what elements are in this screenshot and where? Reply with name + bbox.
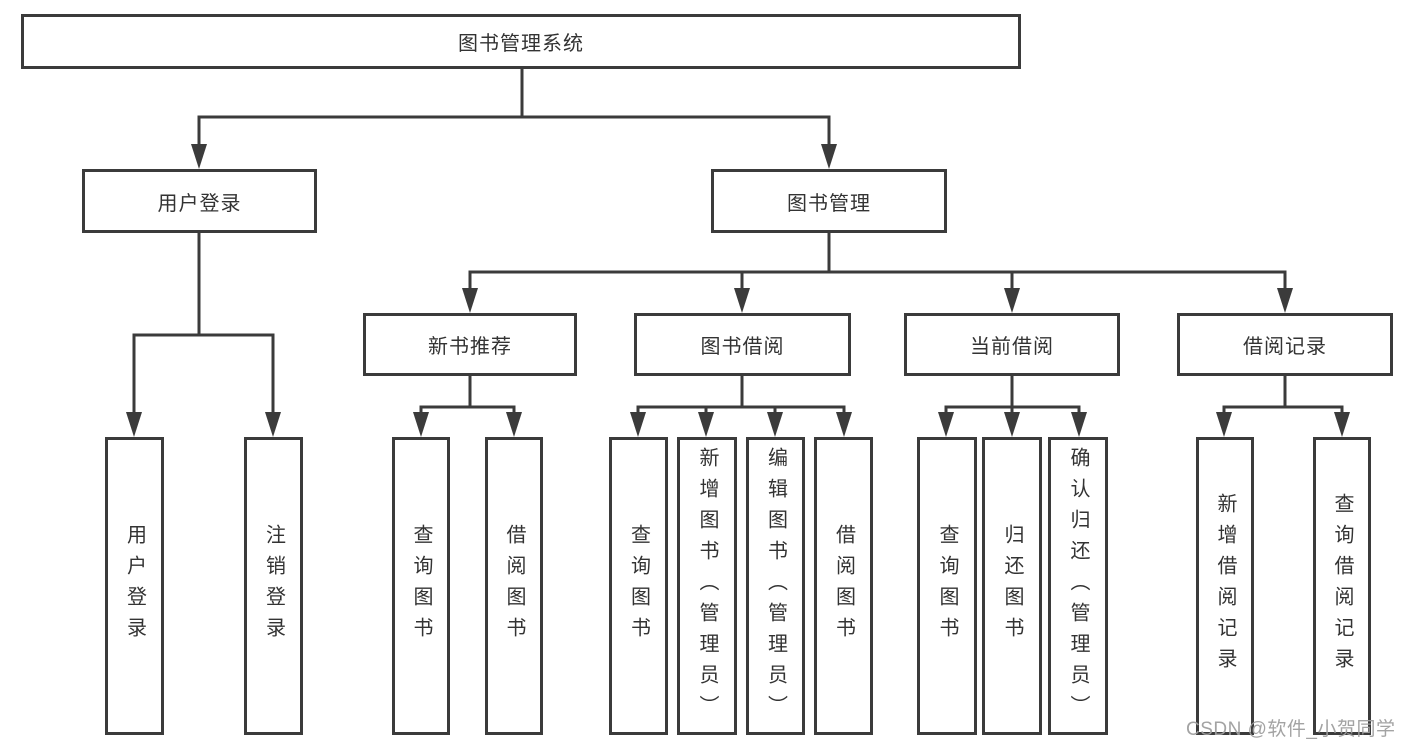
- leaf-query-borrow-record: 查询借阅记录: [1313, 437, 1371, 735]
- leaf-edit-book-admin: 编辑图书（管理员）: [746, 437, 805, 735]
- node-new-book-recommend: 新书推荐: [363, 313, 577, 376]
- leaf-return-book-label: 归还图书: [1001, 524, 1023, 648]
- node-book-management-label: 图书管理: [787, 192, 871, 215]
- node-current-borrow: 当前借阅: [904, 313, 1120, 376]
- leaf-add-borrow-record: 新增借阅记录: [1196, 437, 1254, 735]
- leaf-edit-book-admin-label: 编辑图书（管理员）: [764, 446, 787, 726]
- leaf-query-books-current-label: 查询图书: [936, 524, 958, 648]
- node-book-borrow: 图书借阅: [634, 313, 851, 376]
- node-borrow-records-label: 借阅记录: [1243, 336, 1327, 358]
- node-user-login: 用户登录: [82, 169, 317, 233]
- leaf-add-borrow-record-label: 新增借阅记录: [1214, 493, 1236, 679]
- leaf-query-books-recommend: 查询图书: [392, 437, 450, 735]
- csdn-watermark: CSDN @软件_小贺同学: [1186, 719, 1396, 740]
- node-borrow-records: 借阅记录: [1177, 313, 1393, 376]
- leaf-query-books-borrow-label: 查询图书: [627, 524, 650, 648]
- leaf-borrow-books-borrow: 借阅图书: [814, 437, 873, 735]
- leaf-add-book-admin: 新增图书（管理员）: [677, 437, 737, 735]
- leaf-return-book: 归还图书: [982, 437, 1042, 735]
- root-node-library-system: 图书管理系统: [21, 14, 1021, 69]
- node-book-borrow-label: 图书借阅: [700, 336, 785, 358]
- leaf-confirm-return-admin-label: 确认归还（管理员）: [1067, 446, 1089, 726]
- root-node-label: 图书管理系统: [458, 33, 584, 55]
- leaf-add-book-admin-label: 新增图书（管理员）: [696, 446, 718, 726]
- node-current-borrow-label: 当前借阅: [970, 336, 1054, 358]
- node-new-book-recommend-label: 新书推荐: [428, 336, 512, 358]
- leaf-borrow-books-recommend: 借阅图书: [485, 437, 543, 735]
- node-user-login-label: 用户登录: [157, 192, 242, 215]
- leaf-logout: 注销登录: [244, 437, 303, 735]
- leaf-query-books-recommend-label: 查询图书: [410, 524, 432, 648]
- leaf-query-books-current: 查询图书: [917, 437, 977, 735]
- leaf-borrow-books-recommend-label: 借阅图书: [503, 524, 525, 648]
- leaf-borrow-books-borrow-label: 借阅图书: [832, 524, 855, 648]
- leaf-confirm-return-admin: 确认归还（管理员）: [1048, 437, 1108, 735]
- leaf-query-borrow-record-label: 查询借阅记录: [1331, 493, 1353, 679]
- leaf-logout-label: 注销登录: [262, 524, 285, 648]
- leaf-user-login: 用户登录: [105, 437, 164, 735]
- node-book-management: 图书管理: [711, 169, 947, 233]
- arrowheads: [126, 144, 1350, 437]
- leaf-query-books-borrow: 查询图书: [609, 437, 668, 735]
- leaf-user-login-label: 用户登录: [123, 524, 146, 648]
